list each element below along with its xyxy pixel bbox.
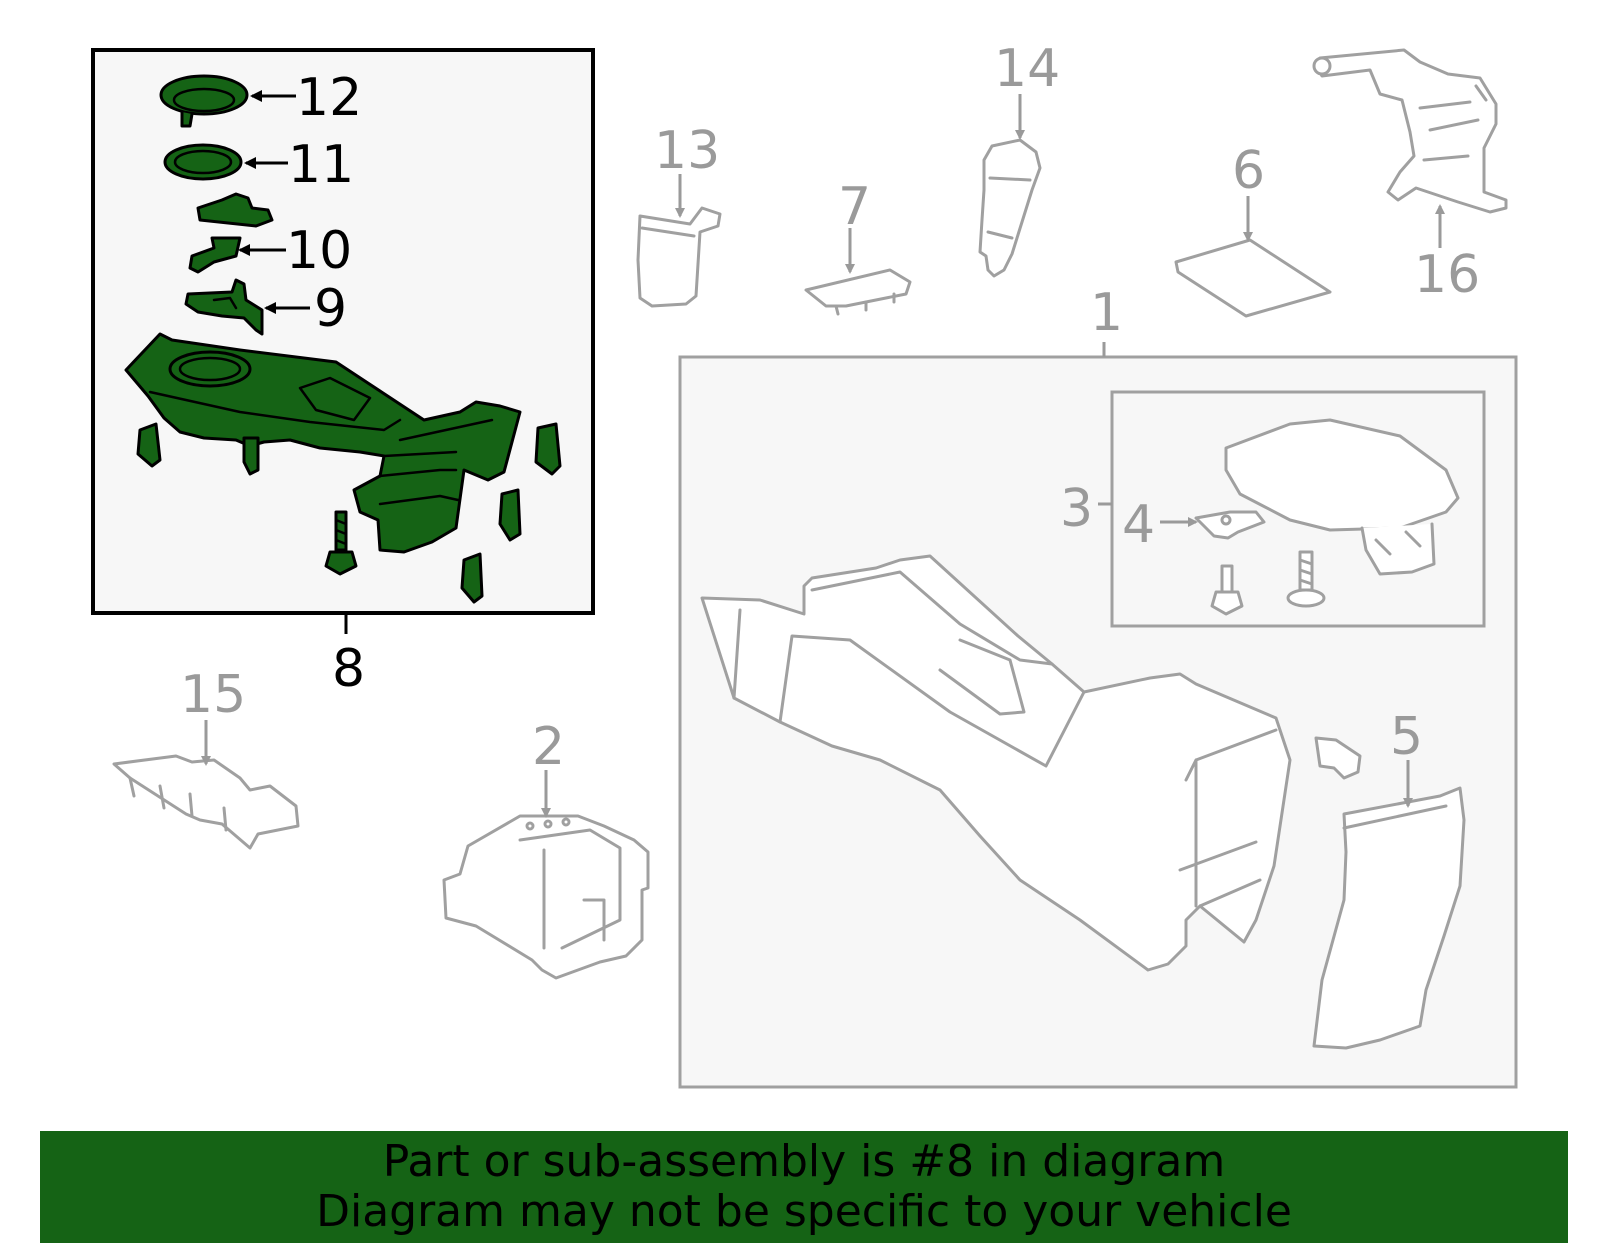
- info-banner: Part or sub-assembly is #8 in diagram Di…: [40, 1131, 1568, 1243]
- callout-8[interactable]: 8: [332, 639, 365, 699]
- part-2-shifter-bracket[interactable]: [442, 814, 650, 980]
- part-8-console-panel[interactable]: [124, 332, 562, 604]
- callout-9[interactable]: 9: [314, 279, 347, 339]
- part-6-mat[interactable]: [1174, 238, 1332, 318]
- part-9-bracket[interactable]: [184, 278, 264, 336]
- callout-15[interactable]: 15: [180, 665, 246, 725]
- callout-1[interactable]: 1: [1090, 283, 1123, 343]
- banner-line-2: Diagram may not be specific to your vehi…: [316, 1186, 1292, 1237]
- callout-12[interactable]: 12: [296, 68, 362, 128]
- callout-6[interactable]: 6: [1232, 141, 1265, 201]
- callout-10[interactable]: 10: [286, 221, 352, 281]
- part-8-panel: 12 11 10 9 8: [91, 48, 595, 699]
- banner-line-1: Part or sub-assembly is #8 in diagram: [382, 1136, 1226, 1187]
- part-13-trim-panel[interactable]: [636, 206, 722, 308]
- part-10-bracket[interactable]: [188, 192, 274, 274]
- part-3-armrest-lid[interactable]: [1224, 418, 1460, 576]
- part-7-cover[interactable]: [804, 268, 912, 316]
- part-12-cup-ring[interactable]: [159, 74, 249, 128]
- part-1-clip[interactable]: [1314, 736, 1362, 780]
- part-1-panel: 1 3 4: [678, 283, 1518, 1089]
- part-4-hinge-bracket[interactable]: [1194, 510, 1266, 540]
- callout-3[interactable]: 3: [1060, 479, 1093, 539]
- part-3-screw-right[interactable]: [1286, 550, 1326, 608]
- callout-13[interactable]: 13: [654, 121, 720, 181]
- callout-4[interactable]: 4: [1122, 495, 1155, 555]
- part-15-bezel[interactable]: [112, 754, 300, 850]
- part-5-end-panel[interactable]: [1312, 786, 1466, 1050]
- callout-14[interactable]: 14: [994, 39, 1060, 99]
- callout-16[interactable]: 16: [1414, 245, 1480, 305]
- part-16-brake-bracket[interactable]: [1312, 48, 1508, 214]
- part-1-console-body[interactable]: [700, 554, 1292, 972]
- callout-7[interactable]: 7: [838, 177, 871, 237]
- part-3-screw-left[interactable]: [1210, 564, 1244, 616]
- part-11-gasket-ring[interactable]: [163, 143, 243, 181]
- callout-2[interactable]: 2: [532, 717, 565, 777]
- callout-11[interactable]: 11: [288, 135, 354, 195]
- part-14-shift-knob[interactable]: [978, 138, 1042, 278]
- callout-5[interactable]: 5: [1390, 707, 1423, 767]
